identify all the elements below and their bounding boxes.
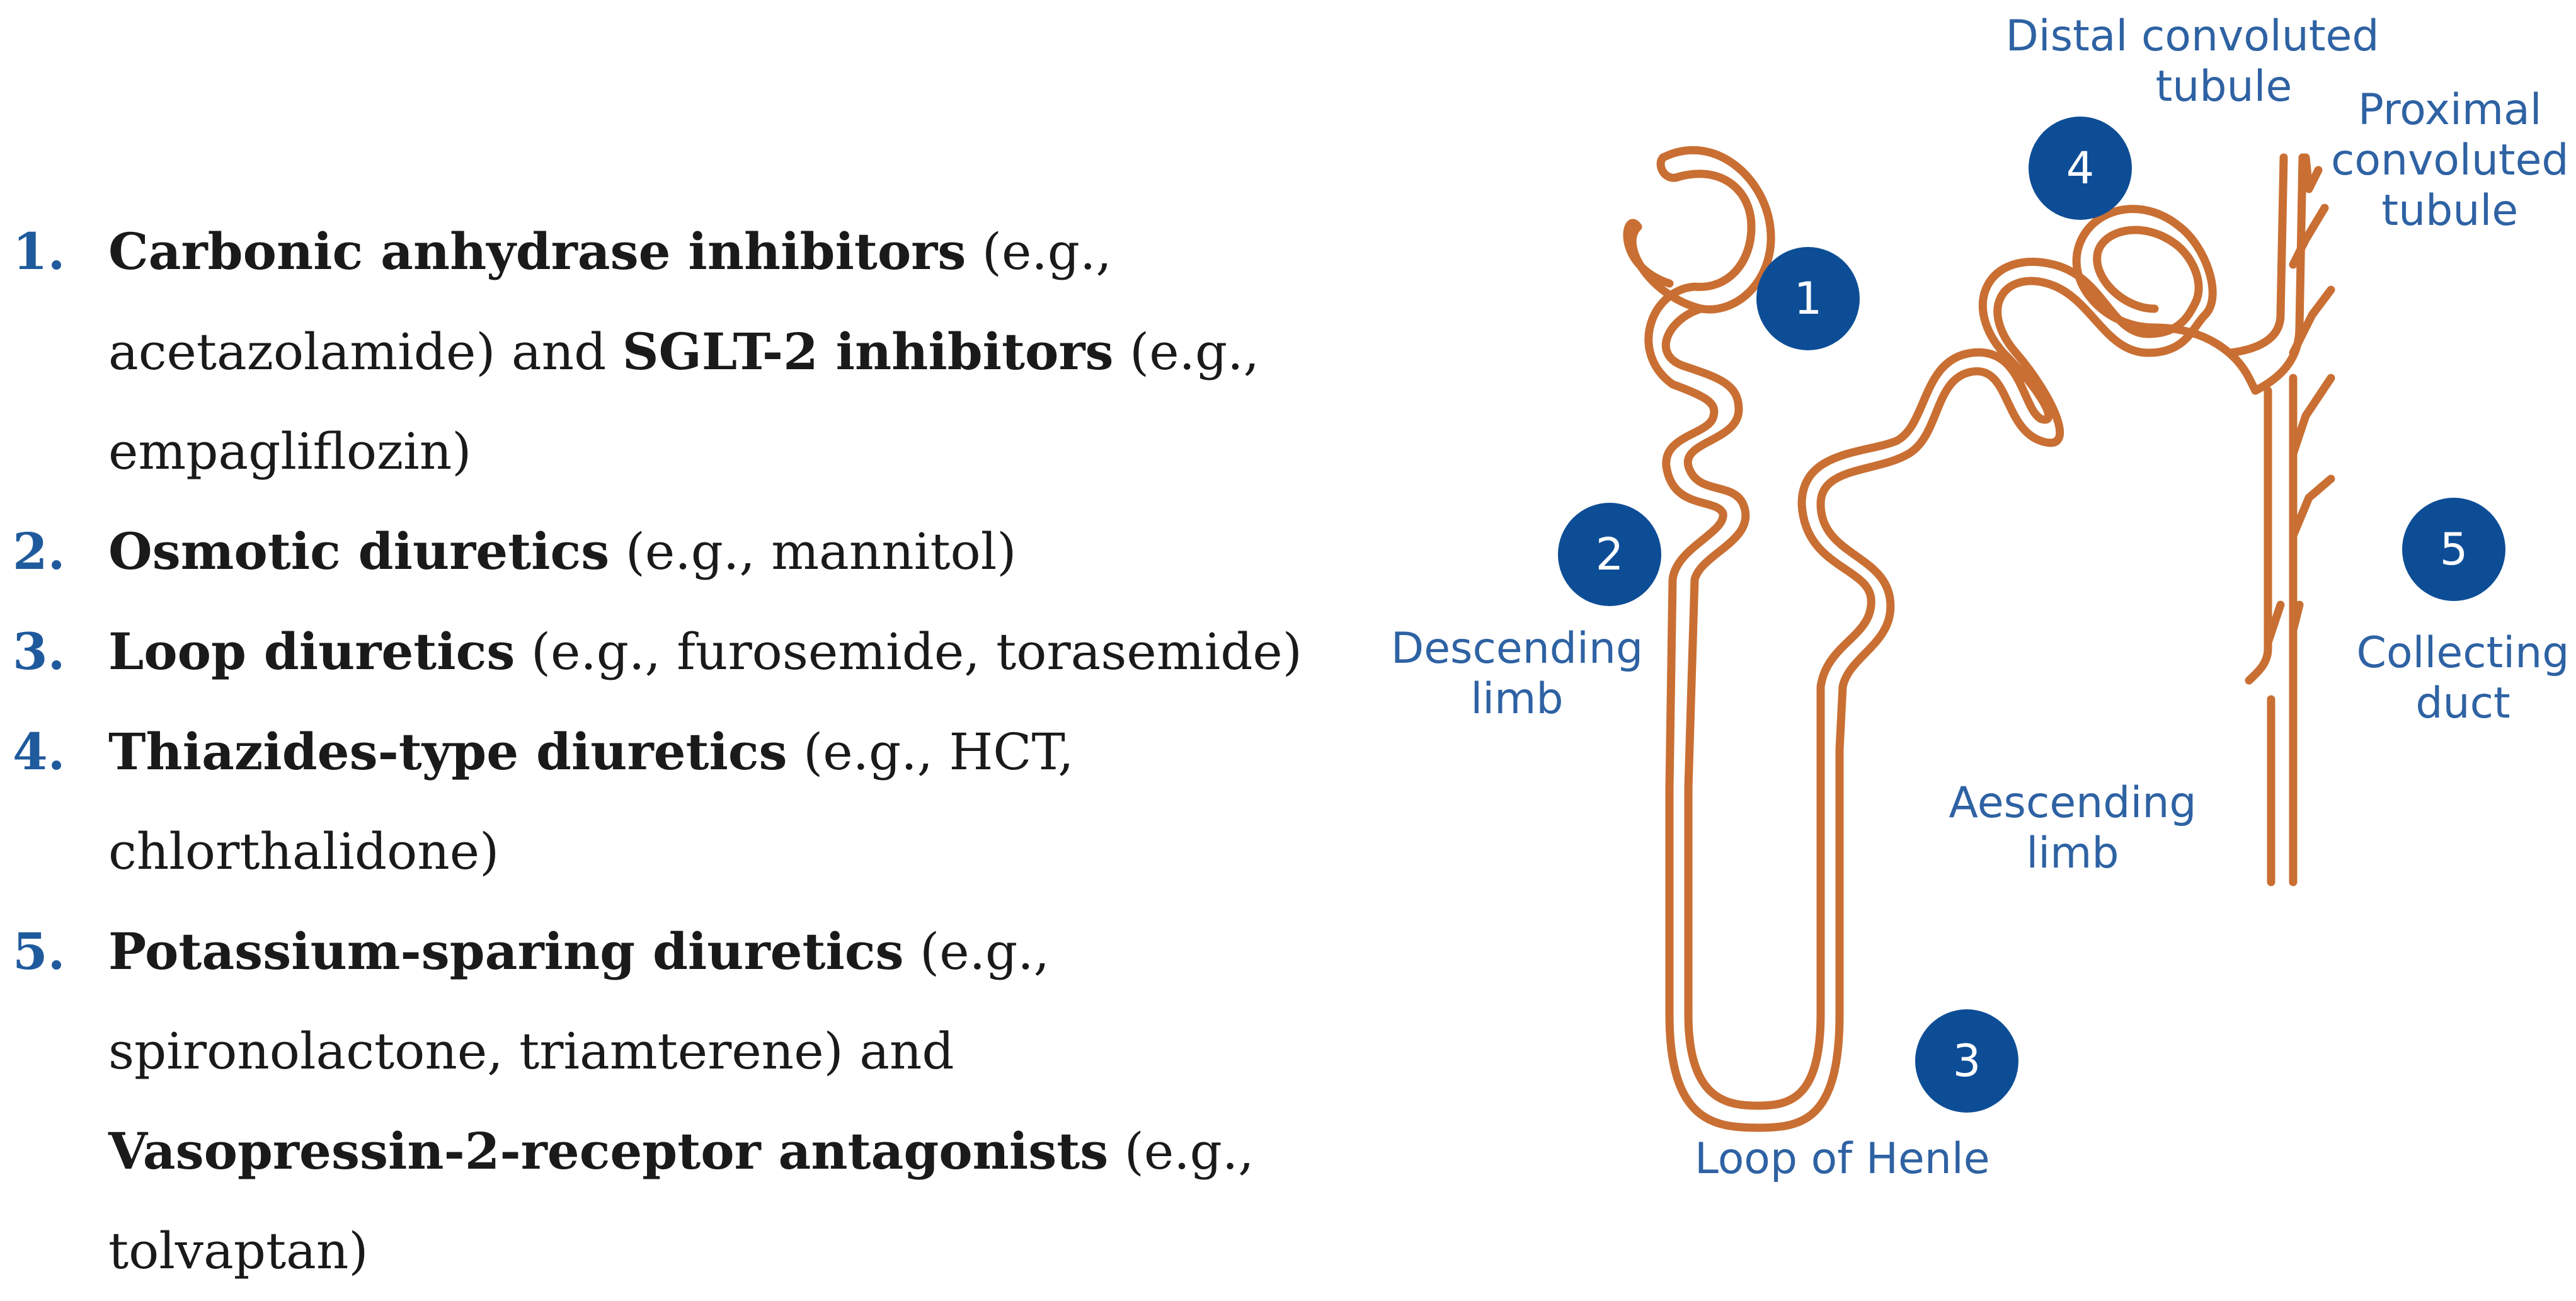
drug-examples: (e.g., acetazolamide) and [108, 222, 1112, 381]
collecting-branch-1 [2289, 203, 2329, 269]
label-collecting-duct: Collecting duct [2356, 628, 2570, 728]
nephron-drawing [1623, 146, 2335, 1132]
proximal-tubule-outer [1659, 146, 1775, 792]
proximal-tubule-inner [1644, 169, 1756, 792]
drug-class-name: Carbonic anhydrase inhibitors [108, 222, 966, 281]
drug-class-name: SGLT-2 inhibitors [622, 322, 1114, 381]
collecting-branch-6 [2264, 600, 2285, 647]
list-number: 3. [13, 622, 66, 681]
collecting-branch-2 [2289, 285, 2335, 357]
badge-3: 3 [1915, 1009, 2018, 1113]
label-proximal-convoluted-tubule: Proximal convoluted tubule [2331, 85, 2569, 236]
badge-5: 5 [2402, 498, 2505, 601]
list-number: 1. [13, 222, 66, 281]
drug-class-name: Vasopressin-2-receptor antagonists [108, 1121, 1109, 1181]
nephron-diagram: Proximal convoluted tubule Distal convol… [1386, 0, 2576, 1218]
badge-1: 1 [1756, 247, 1860, 350]
drug-examples: (e.g., mannitol) [609, 522, 1017, 581]
collecting-branch-4 [2289, 474, 2335, 540]
drug-class-name: Osmotic diuretics [108, 522, 610, 581]
drug-class-name: Thiazides-type diuretics [108, 722, 787, 781]
list-number: 4. [13, 722, 66, 781]
drug-class-name: Loop diuretics [108, 622, 515, 681]
diuretic-class-list: 1. Carbonic anhydrase inhibitors (e.g., a… [0, 202, 1323, 1301]
ascending-limb-inner [1797, 258, 2200, 754]
distal-tubule-outer [2072, 205, 2260, 395]
drug-examples: (e.g., HCT, chlorthalidone) [108, 723, 1074, 881]
label-ascending-limb: Aescending limb [1949, 778, 2197, 878]
proximal-hook-tip [1656, 153, 1680, 182]
connecting-tubule-inner [2226, 153, 2288, 357]
collecting-duct-top [2301, 153, 2323, 193]
badge-4: 4 [2029, 117, 2132, 220]
list-item: 4. Thiazides-type diuretics (e.g., HCT, c… [0, 702, 1323, 902]
list-item: 1. Carbonic anhydrase inhibitors (e.g., a… [0, 202, 1323, 501]
collecting-branch-3 [2289, 374, 2335, 458]
badge-2: 2 [1558, 503, 1661, 606]
drug-examples: (e.g., empagliflozin) [108, 323, 1260, 481]
proximal-inner-curve [1623, 219, 1674, 288]
drug-examples: (e.g., spironolactone, triamterene) and [108, 922, 1050, 1080]
label-loop-of-henle: Loop of Henle [1695, 1134, 1990, 1184]
list-item: 2. Osmotic diuretics (e.g., mannitol) [0, 501, 1323, 602]
distal-tubule-inner [2093, 226, 2203, 313]
drug-examples: (e.g., furosemide, torasemide) [515, 622, 1302, 681]
loop-of-henle-inner [1684, 745, 1825, 1110]
list-item: 5. Potassium-sparing diuretics (e.g., spi… [0, 902, 1323, 1301]
list-number: 2. [13, 522, 66, 581]
list-number: 5. [13, 922, 66, 981]
collecting-branch-5 [2289, 600, 2304, 634]
label-descending-limb: Descending limb [1390, 624, 1644, 724]
ascending-limb-outer [1816, 277, 2209, 754]
drug-class-name: Potassium-sparing diuretics [108, 922, 904, 981]
label-distal-convoluted-tubule: Distal convoluted tubule [2005, 11, 2379, 112]
loop-of-henle-outer [1665, 745, 1844, 1132]
collecting-duct-left [2245, 386, 2272, 685]
list-item: 3. Loop diuretics (e.g., furosemide, tora… [0, 602, 1323, 702]
